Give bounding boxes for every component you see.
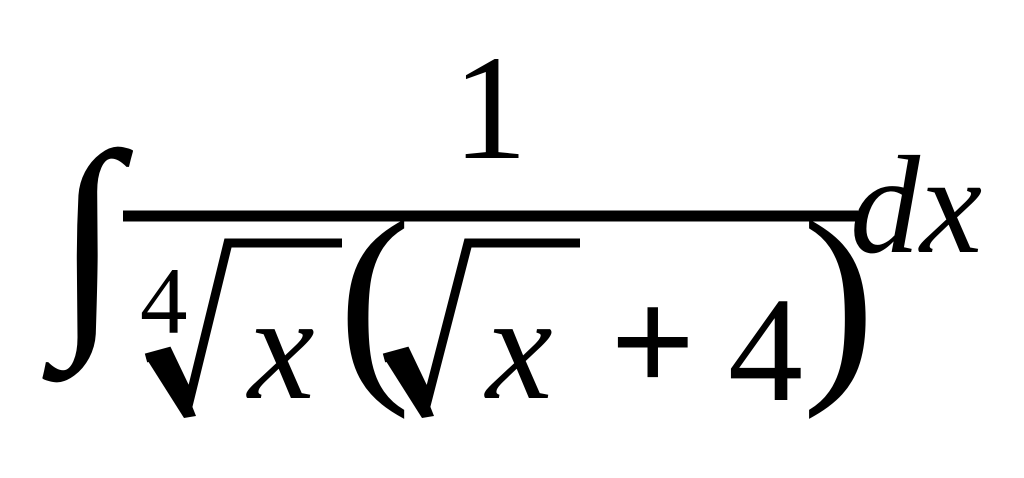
- root-index: 4: [140, 248, 188, 354]
- constant-four: 4: [728, 267, 803, 433]
- radicand-outer-x: x: [246, 265, 315, 431]
- plus-sign: +: [610, 259, 695, 425]
- right-parenthesis: ): [802, 176, 875, 420]
- integral-sign: ∫: [42, 104, 133, 383]
- differential-dx: dx: [850, 128, 982, 283]
- fourth-root-radical-hook: [146, 350, 196, 418]
- radicand-inner-x: x: [484, 265, 553, 431]
- fraction-numerator: 1: [453, 25, 528, 191]
- square-root-radical-hook: [384, 350, 434, 418]
